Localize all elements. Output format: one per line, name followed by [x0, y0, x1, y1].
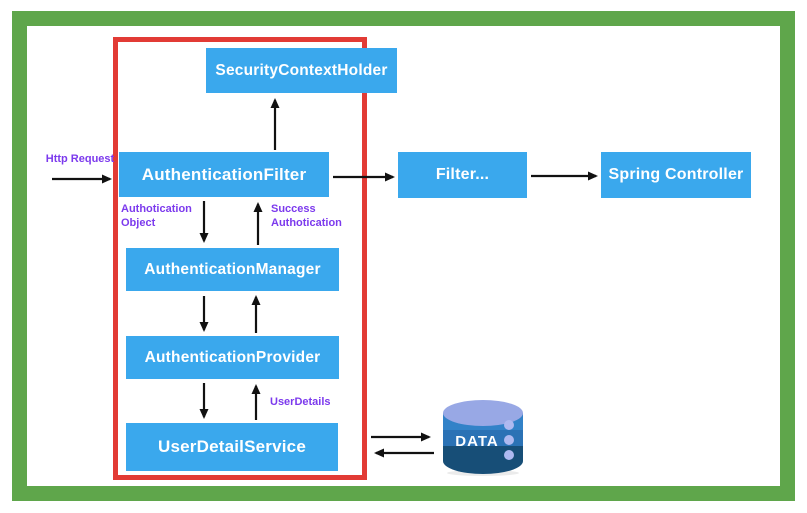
- user-detail-service-label: UserDetailService: [158, 437, 306, 456]
- user-details-label: UserDetails: [270, 396, 331, 408]
- database-dot-2: [504, 435, 514, 445]
- user-detail-service-box: UserDetailService: [126, 423, 338, 471]
- authentication-manager-box: AuthenticationManager: [126, 248, 339, 291]
- database-label: DATA: [455, 433, 498, 450]
- http-request-label: Http Request: [45, 153, 115, 165]
- green-border-frame: [12, 11, 795, 501]
- security-flow-highlight-box: [113, 37, 367, 480]
- spring-controller-label: Spring Controller: [608, 166, 744, 183]
- database-dot-3: [504, 450, 514, 460]
- security-context-holder-box: SecurityContextHolder: [206, 48, 397, 93]
- filter-chain-box: Filter...: [398, 152, 527, 198]
- spring-controller-box: Spring Controller: [601, 152, 751, 198]
- authentication-filter-label: AuthenticationFilter: [141, 164, 307, 184]
- filter-chain-label: Filter...: [435, 166, 490, 183]
- database-dot-1: [504, 420, 514, 430]
- success-authotication-label: Success Authotication: [271, 203, 342, 229]
- database-top-ellipse: [443, 400, 523, 426]
- database-icon: DATA: [443, 400, 523, 476]
- authotication-object-label: Authotication Object: [121, 203, 192, 229]
- authentication-filter-box: AuthenticationFilter: [119, 152, 329, 197]
- authentication-provider-label: AuthenticationProvider: [144, 348, 321, 366]
- authentication-provider-box: AuthenticationProvider: [126, 336, 339, 379]
- security-context-holder-label: SecurityContextHolder: [215, 61, 388, 79]
- authentication-manager-label: AuthenticationManager: [144, 260, 321, 278]
